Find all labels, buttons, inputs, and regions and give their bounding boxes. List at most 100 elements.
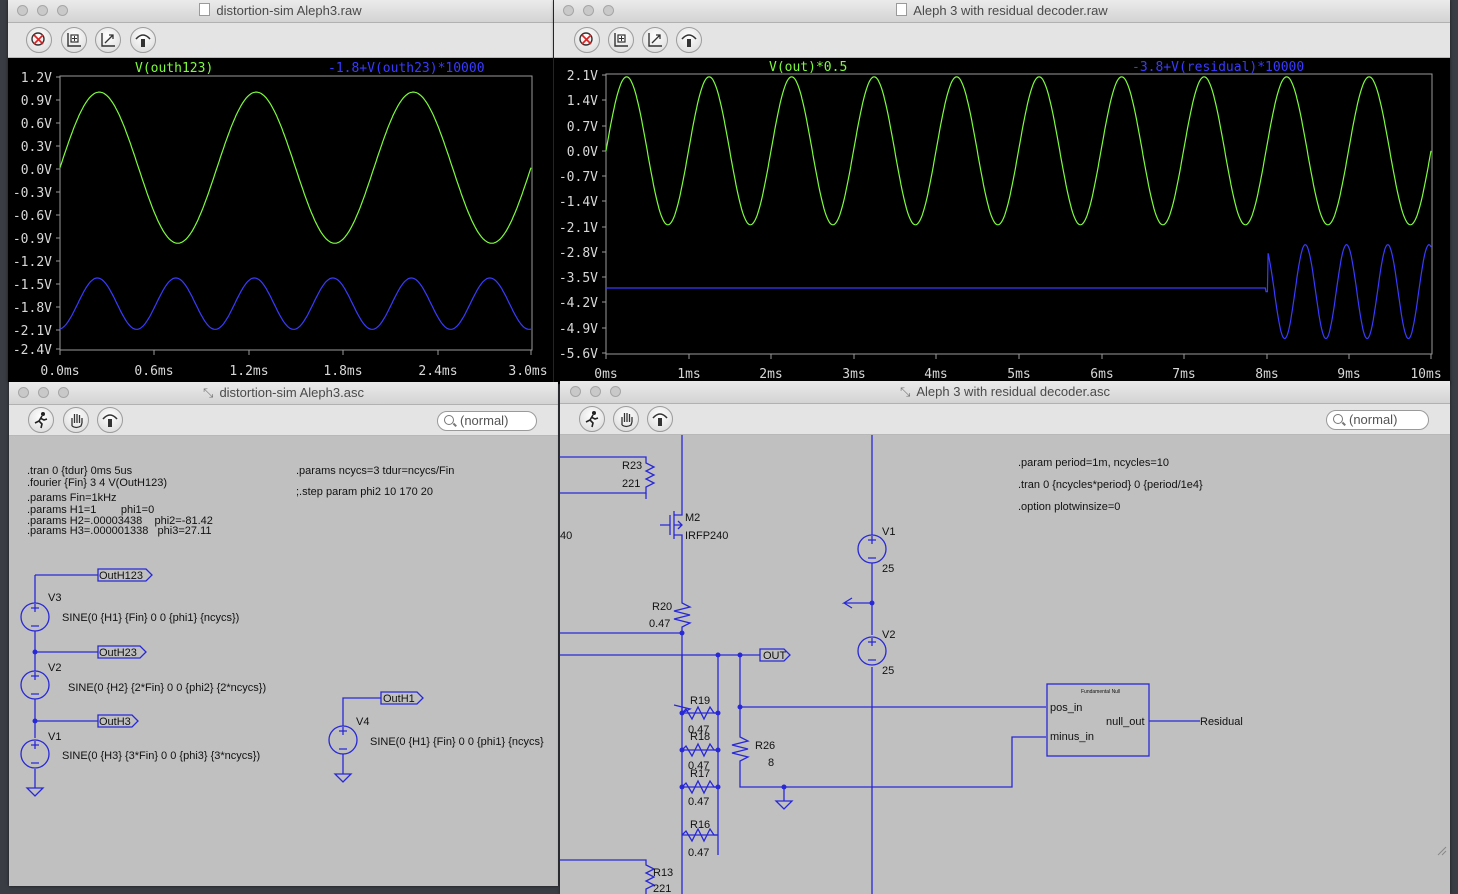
close-button[interactable] [570, 386, 581, 397]
autorange-icon[interactable] [95, 27, 121, 53]
component-name[interactable]: V1 [882, 526, 895, 538]
close-button[interactable] [17, 5, 28, 16]
net-label[interactable]: OutH1 [383, 693, 415, 705]
component-name[interactable]: R18 [690, 731, 710, 743]
spice-directive[interactable]: .params ncycs=3 tdur=ncycs/Fin [296, 465, 454, 477]
trace-label-vout[interactable]: V(out)*0.5 [769, 60, 847, 75]
spice-directive[interactable]: .param period=1m, ncycles=10 [1018, 457, 1169, 469]
waveform-plot-area[interactable]: V(out)*0.5 -3.8+V(residual)*10000 2.1V 1… [554, 58, 1450, 384]
close-button[interactable] [563, 5, 574, 16]
component-name[interactable]: R19 [690, 695, 710, 707]
zoom-button[interactable] [610, 386, 621, 397]
run-icon[interactable] [28, 407, 54, 433]
x-tick-label: 1.2ms [229, 364, 268, 379]
component-name[interactable]: R23 [622, 460, 642, 472]
component-value[interactable]: IRFP240 [685, 530, 728, 542]
minimize-button[interactable] [38, 387, 49, 398]
schematic-toolbar: (normal) [560, 404, 1450, 435]
component-value[interactable]: SINE(0 {H1} {Fin} 0 0 {phi1} {ncycs} [370, 736, 544, 748]
net-label[interactable]: OutH3 [99, 716, 131, 728]
spice-directive[interactable]: .option plotwinsize=0 [1018, 501, 1120, 513]
component-name[interactable]: V1 [48, 731, 61, 743]
net-label[interactable]: OutH23 [99, 647, 137, 659]
component-name[interactable]: R13 [653, 867, 673, 879]
component-value[interactable]: 25 [882, 665, 894, 677]
component-search-input[interactable]: (normal) [1326, 410, 1429, 430]
zoom-button[interactable] [58, 387, 69, 398]
component-value[interactable]: 0.47 [649, 618, 670, 630]
schematic-canvas[interactable]: .tran 0 {tdur} 0ms 5us .fourier {Fin} 3 … [9, 436, 558, 886]
spice-directive[interactable]: .params H2=.00003438 phi2=-81.42 [27, 515, 213, 527]
spice-directive[interactable]: .params H1=1 phi1=0 [27, 504, 154, 516]
component-value[interactable]: 8 [768, 757, 774, 769]
component-value[interactable]: 0.47 [688, 760, 709, 772]
component-name[interactable]: R20 [652, 601, 672, 613]
document-icon [896, 3, 908, 16]
component-name[interactable]: R26 [755, 740, 775, 752]
trace-label-outh23[interactable]: -1.8+V(outh23)*10000 [328, 61, 485, 76]
close-button[interactable] [18, 387, 29, 398]
run-icon[interactable] [579, 406, 605, 432]
minimize-button[interactable] [583, 5, 594, 16]
schematic-canvas[interactable]: .param period=1m, ncycles=10 .tran 0 {nc… [560, 435, 1450, 894]
component-name[interactable]: R16 [690, 819, 710, 831]
component-name[interactable]: V2 [882, 629, 895, 641]
component-search-input[interactable]: (normal) [437, 411, 537, 431]
component-value[interactable]: 25 [882, 563, 894, 575]
resize-grip-icon[interactable] [1437, 846, 1447, 856]
spice-directive[interactable]: .tran 0 {tdur} 0ms 5us [27, 465, 133, 477]
trace-label-outh123[interactable]: V(outh123) [135, 61, 213, 76]
spice-directive[interactable]: .params H3=.000001338 phi3=27.11 [27, 525, 212, 537]
component-name[interactable]: V2 [48, 662, 61, 674]
component-name[interactable]: M2 [685, 512, 700, 524]
zoom-full-icon[interactable] [26, 27, 52, 53]
component-name[interactable]: V3 [48, 592, 61, 604]
schematic-icon: ⤡ [899, 384, 911, 399]
zoom-full-icon[interactable] [574, 27, 600, 53]
zoom-extents-icon[interactable] [61, 27, 87, 53]
probe-icon[interactable] [676, 27, 702, 53]
hand-pan-icon[interactable] [63, 407, 89, 433]
y-tick-label: -2.4V [13, 343, 52, 358]
title-bar[interactable]: distortion-sim Aleph3.raw [8, 0, 553, 23]
y-tick-label: -3.5V [559, 271, 598, 286]
minimize-button[interactable] [590, 386, 601, 397]
component-value[interactable]: 221 [622, 478, 640, 490]
title-bar[interactable]: ⤡distortion-sim Aleph3.asc [9, 382, 558, 405]
trace-label-residual[interactable]: -3.8+V(residual)*10000 [1132, 60, 1304, 75]
block-title: Fundamental Null [1081, 689, 1120, 695]
component-value[interactable]: SINE(0 {H2} {2*Fin} 0 0 {phi2} {2*ncycs}… [68, 682, 266, 694]
title-bar[interactable]: ⤡Aleph 3 with residual decoder.asc [560, 381, 1450, 404]
title-bar[interactable]: Aleph 3 with residual decoder.raw [554, 0, 1450, 23]
block-pin-out: null_out [1106, 716, 1145, 728]
minimize-button[interactable] [37, 5, 48, 16]
net-label-residual[interactable]: Residual [1200, 716, 1243, 728]
hand-pan-icon[interactable] [613, 406, 639, 432]
component-value[interactable]: SINE(0 {H3} {3*Fin} 0 0 {phi3} {3*ncycs}… [62, 750, 260, 762]
net-label-out[interactable]: OUT [763, 650, 787, 662]
zoom-extents-icon[interactable] [608, 27, 634, 53]
component-value[interactable]: SINE(0 {H1} {Fin} 0 0 {phi1} {ncycs}) [62, 612, 239, 624]
waveform-window-distortion: distortion-sim Aleph3.raw V(outh123) -1.… [8, 0, 553, 382]
spice-directive[interactable]: .tran 0 {ncycles*period} 0 {period/1e4} [1018, 479, 1203, 491]
net-label[interactable]: OutH123 [99, 570, 143, 582]
trace-outh23 [59, 277, 532, 330]
trace-vout [605, 76, 1432, 226]
probe-icon[interactable] [647, 406, 673, 432]
waveform-plot-area[interactable]: V(outh123) -1.8+V(outh23)*10000 1.2V 0.9… [8, 58, 553, 382]
component-value[interactable]: 221 [653, 883, 671, 894]
probe-icon[interactable] [130, 27, 156, 53]
zoom-button[interactable] [57, 5, 68, 16]
component-value[interactable]: 0.47 [688, 796, 709, 808]
component-name[interactable]: R17 [690, 768, 710, 780]
spice-comment[interactable]: ;.step param phi2 10 170 20 [296, 486, 433, 498]
component-value[interactable]: 0.47 [688, 724, 709, 736]
spice-directive[interactable]: .fourier {Fin} 3 4 V(OutH123) [27, 477, 167, 489]
spice-directive[interactable]: .params Fin=1kHz [27, 492, 117, 504]
component-name[interactable]: V4 [356, 716, 369, 728]
component-value[interactable]: 0.47 [688, 847, 709, 859]
zoom-button[interactable] [603, 5, 614, 16]
waveform-toolbar [554, 23, 1450, 58]
autorange-icon[interactable] [642, 27, 668, 53]
probe-icon[interactable] [97, 407, 123, 433]
